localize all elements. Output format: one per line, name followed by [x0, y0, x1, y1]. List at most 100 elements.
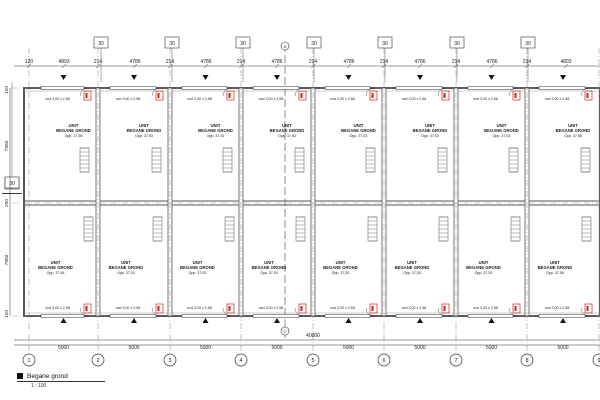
meter-cabinet	[226, 90, 235, 101]
overhead-door-label: ovd 3,00 x 2,58	[402, 306, 427, 310]
entrance-arrow	[202, 318, 209, 323]
unit-name: UNIT	[479, 260, 489, 265]
top-dimension-tick	[417, 63, 423, 69]
top-dimension-tick	[95, 63, 101, 69]
top-dimension-tick	[132, 63, 138, 69]
grid-bubble	[449, 353, 463, 367]
meter-cabinet	[83, 90, 92, 101]
unit-area: Opp. 37,56	[564, 134, 582, 138]
section-marker-box	[4, 176, 20, 189]
top-dimension-tick	[563, 63, 569, 69]
top-dimension-label: 120	[25, 59, 34, 65]
overhead-door	[181, 86, 228, 90]
meter-cabinet-mark	[514, 93, 517, 98]
grid-bubble-label: 3	[168, 358, 171, 364]
entrance-arrow	[274, 318, 280, 323]
stair	[224, 216, 235, 242]
drawing-caption: Begane grond 1 : 100	[17, 373, 105, 389]
stair	[79, 147, 90, 173]
unit-name: UNIT	[282, 123, 292, 128]
stair	[580, 147, 591, 173]
meter-cabinet	[369, 303, 378, 314]
stair	[294, 147, 305, 173]
overhead-door	[324, 86, 371, 90]
overhead-door	[467, 314, 514, 318]
top-dimension-tick	[524, 63, 530, 69]
grid-bubble	[91, 353, 105, 367]
meter-cabinet	[369, 90, 378, 101]
left-dimension-label: 200	[4, 199, 10, 207]
door-swing	[508, 87, 518, 97]
drawing-scale: 1 : 100	[31, 383, 47, 389]
overhead-door	[109, 314, 157, 318]
grid-bubble	[163, 353, 177, 367]
stair	[508, 147, 519, 173]
top-dimension-label: 4786	[486, 59, 497, 65]
overhead-door-label: ovd 3,00 x 2,58	[473, 97, 498, 101]
overhead-door-label: ovd 3,00 x 2,58	[545, 97, 570, 101]
top-dimension-label: 214	[237, 59, 246, 65]
door-swing	[580, 307, 590, 317]
entrance-arrow	[560, 318, 566, 323]
section-marker-label: 30	[98, 41, 104, 47]
top-dimension-tick	[310, 63, 316, 69]
section-circle-top-label: A	[284, 44, 287, 49]
entrance-arrow	[274, 75, 280, 80]
unit-area: Opp. 37,53	[135, 134, 153, 138]
unit-floor: BEGANE GROND	[538, 265, 573, 270]
unit-area: Opp. 37,53	[207, 134, 225, 138]
grid-bubble-label: 8	[525, 358, 528, 364]
overhead-door	[252, 86, 300, 90]
unit-floor: BEGANE GROND	[323, 265, 358, 270]
meter-cabinet-mark	[514, 306, 517, 311]
meter-cabinet	[298, 303, 307, 314]
top-dimension-label: 214	[523, 59, 532, 65]
stair	[581, 216, 592, 242]
stair	[437, 147, 448, 173]
unit-area: Opp. 37,56	[546, 271, 564, 275]
title-marker	[17, 373, 23, 380]
top-dimension-label: 214	[309, 59, 318, 65]
unit-floor: BEGANE GROND	[38, 265, 73, 270]
unit-floor: BEGANE GROND	[395, 265, 430, 270]
unit-floor: BEGANE GROND	[127, 128, 162, 133]
meter-cabinet	[226, 303, 235, 314]
meter-cabinet-mark	[586, 93, 589, 98]
unit-name: UNIT	[407, 260, 417, 265]
unit-floor: BEGANE GROND	[413, 128, 448, 133]
overhead-door	[40, 314, 85, 318]
door-swing	[222, 307, 232, 317]
door-swing	[365, 87, 375, 97]
grid-bubble-label: 5	[311, 358, 314, 364]
section-marker-label: 30	[311, 41, 317, 47]
stair	[295, 216, 306, 242]
bottom-bay-dimension: 5000	[414, 345, 425, 351]
door-swing	[437, 87, 447, 97]
meter-cabinet	[441, 303, 450, 314]
bottom-bay-dimension: 5000	[128, 345, 139, 351]
door-swing	[294, 307, 304, 317]
stair	[83, 216, 94, 242]
unit-floor: BEGANE GROND	[484, 128, 519, 133]
section-marker-label: 30	[382, 41, 388, 47]
unit-name: UNIT	[497, 123, 507, 128]
bottom-bay-dimension: 5000	[271, 345, 282, 351]
meter-cabinet	[584, 90, 593, 101]
overhead-door	[395, 314, 443, 318]
overhead-door-label: ovd 3,00 x 2,58	[45, 97, 70, 101]
unit-name: UNIT	[568, 123, 578, 128]
grid-bubble	[306, 353, 320, 367]
stair	[151, 147, 162, 173]
meter-cabinet-mark	[300, 93, 303, 98]
grid-bubble-label: 1	[27, 358, 30, 364]
overhead-door-label: ovd 3,00 x 2,58	[259, 97, 284, 101]
unit-name: UNIT	[69, 123, 79, 128]
top-dimension-label: 4786	[271, 59, 282, 65]
meter-cabinet-mark	[371, 93, 374, 98]
unit-name: UNIT	[336, 260, 346, 265]
overhead-door-label: ovd 3,00 x 2,58	[545, 306, 570, 310]
unit-area: Opp. 37,53	[403, 271, 421, 275]
unit-floor: BEGANE GROND	[180, 265, 215, 270]
meter-cabinet	[155, 303, 164, 314]
overhead-door-label: ovd 3,00 x 2,58	[330, 97, 355, 101]
